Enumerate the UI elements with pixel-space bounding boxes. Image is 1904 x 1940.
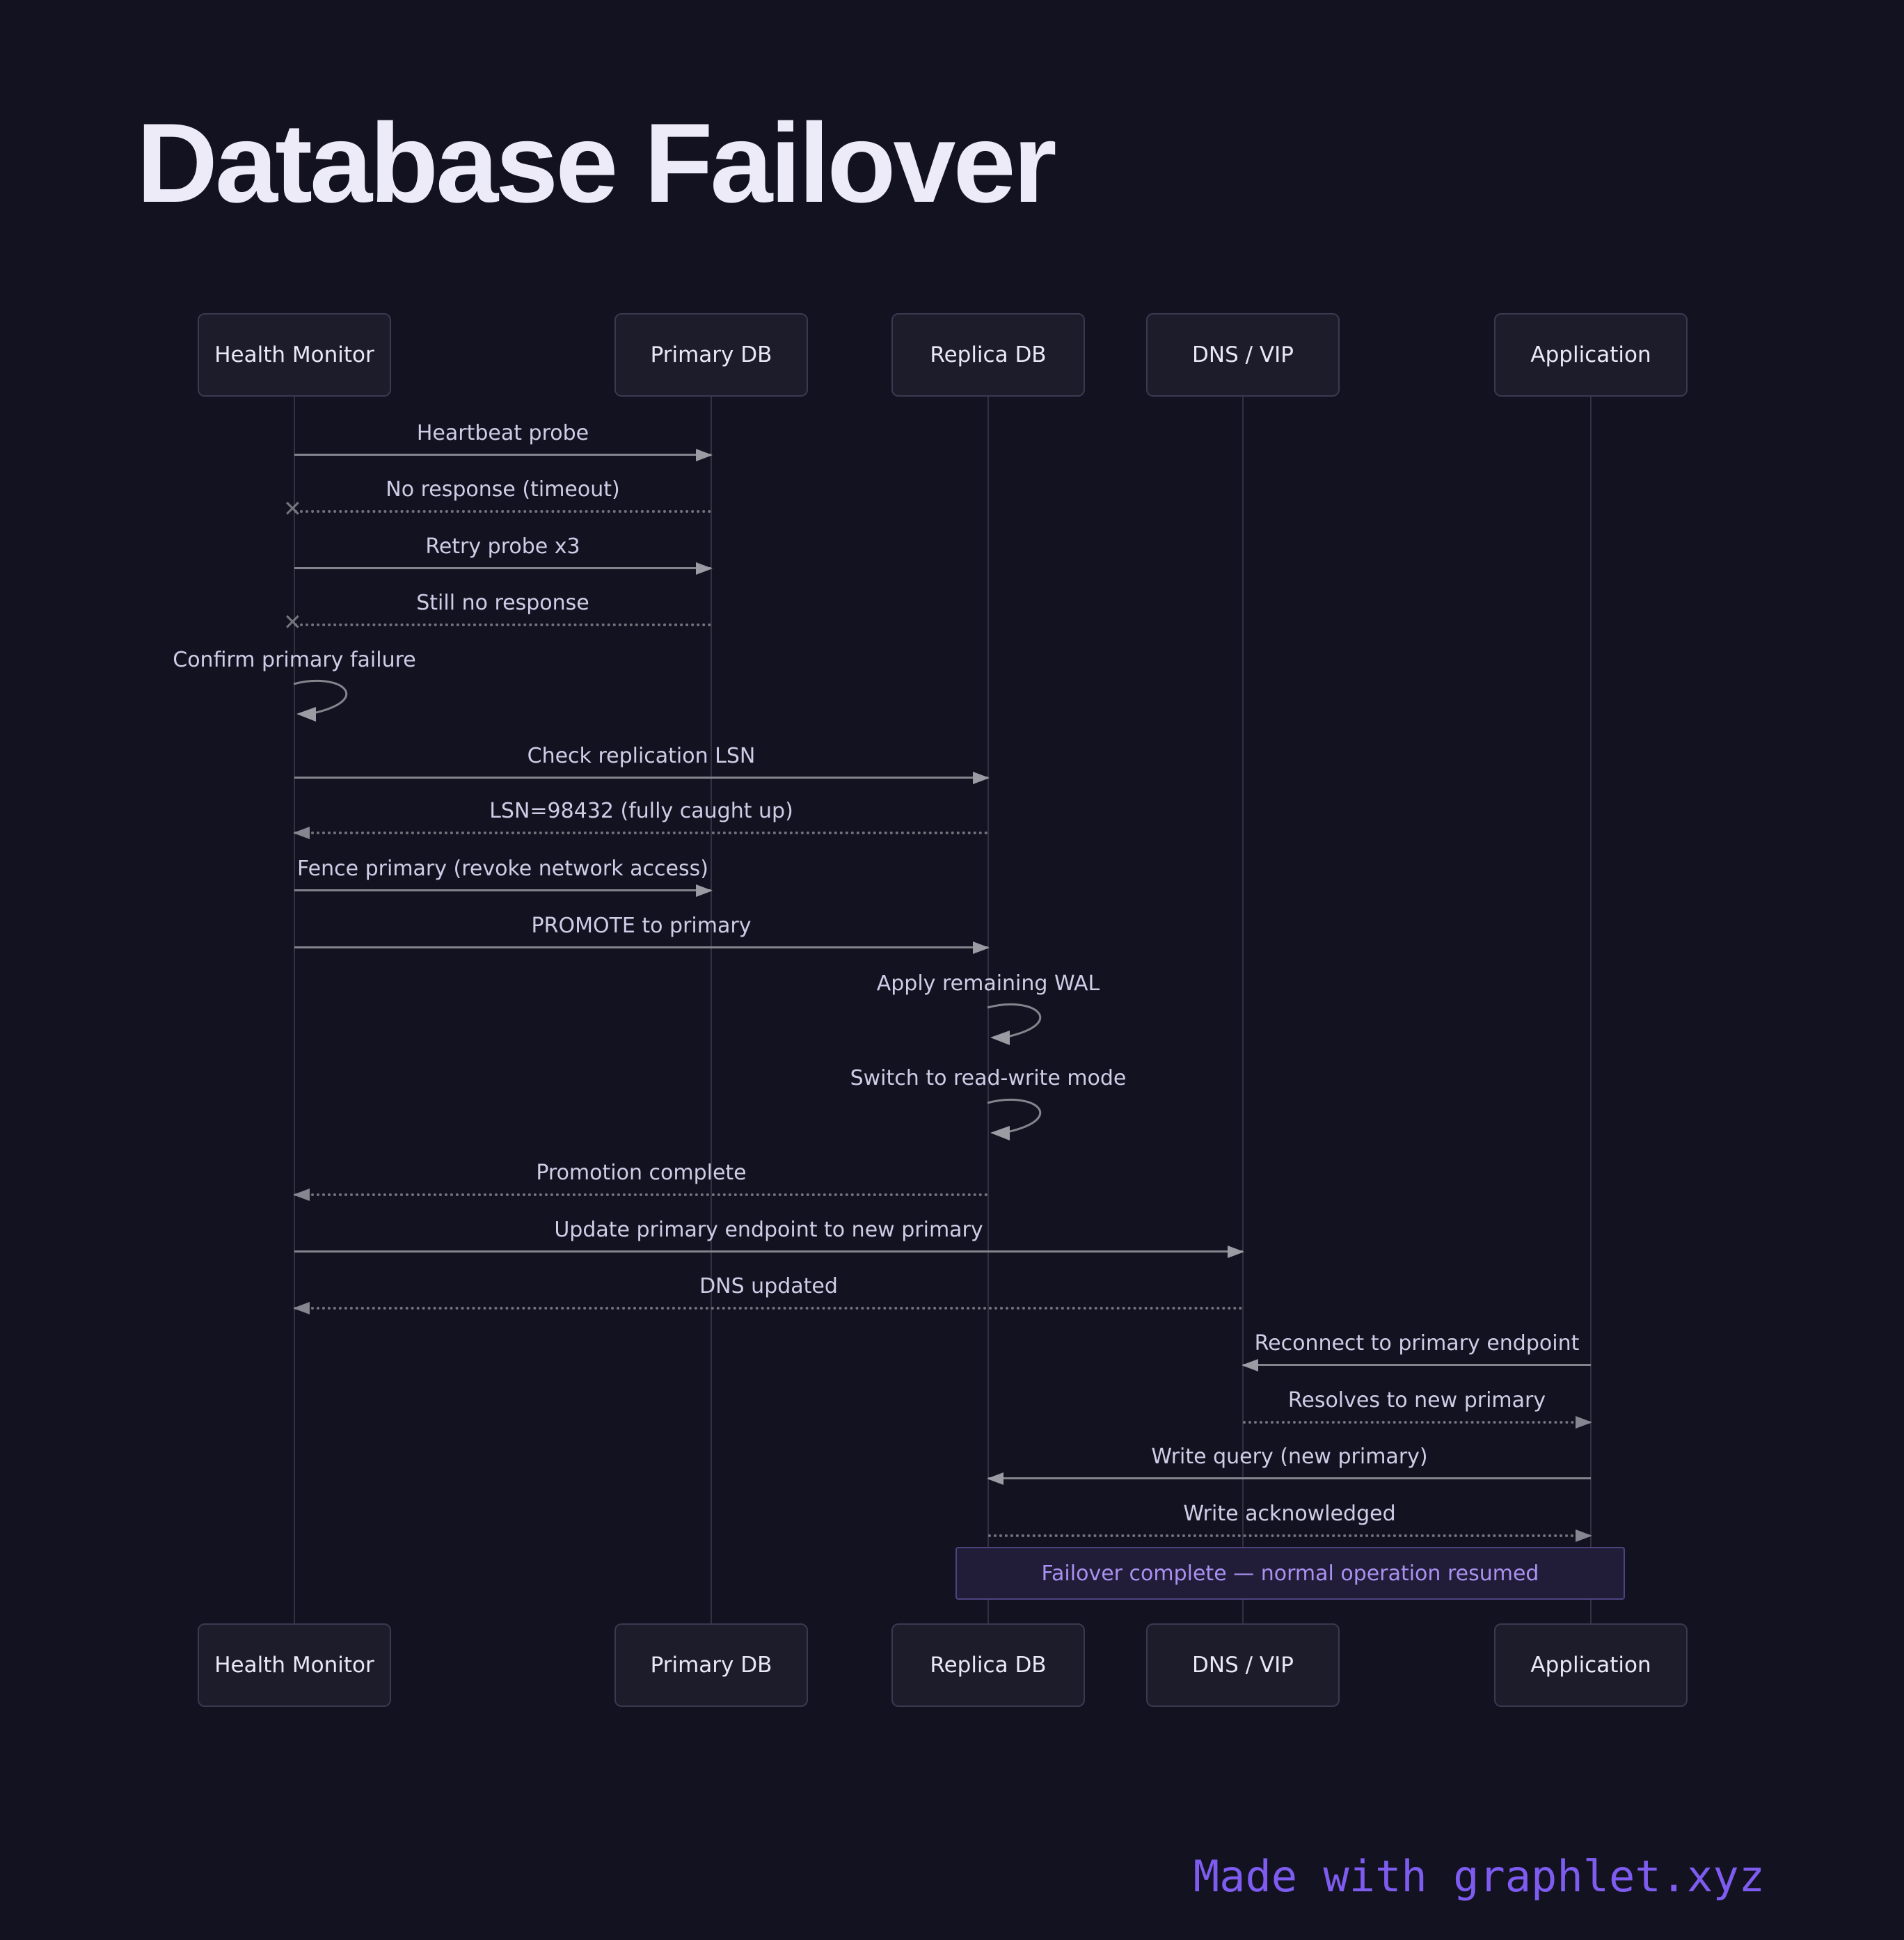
message-arrow-check-replication-lsn	[294, 772, 990, 784]
message-label-switch-read-write: Switch to read-write mode	[850, 1066, 1127, 1090]
arrowhead-right-icon	[973, 772, 990, 784]
message-label-lsn-caught-up: LSN=98432 (fully caught up)	[489, 799, 793, 823]
actor-label: Primary DB	[650, 342, 772, 367]
message-label-resolves-new-primary: Resolves to new primary	[1287, 1388, 1546, 1413]
actor-label: Replica DB	[930, 342, 1047, 367]
self-loop-arrow	[293, 680, 348, 722]
arrowhead-right-icon	[973, 941, 990, 954]
message-arrow-heartbeat-probe	[294, 449, 713, 461]
message-label-confirm-primary-failure: Confirm primary failure	[173, 648, 416, 672]
message-arrow-lsn-caught-up	[293, 827, 988, 839]
arrowhead-left-icon	[293, 827, 310, 839]
arrowhead-right-icon	[696, 449, 713, 461]
lifeline-primary-db	[711, 397, 712, 1625]
actor-top-dns-vip: DNS / VIP	[1146, 313, 1340, 397]
actor-bottom-primary-db: Primary DB	[614, 1623, 808, 1707]
actor-top-primary-db: Primary DB	[614, 313, 808, 397]
message-label-write-acknowledged: Write acknowledged	[1183, 1502, 1396, 1526]
message-label-no-response: No response (timeout)	[386, 477, 620, 502]
lifeline-replica-db	[987, 397, 989, 1625]
lifeline-dns-vip	[1242, 397, 1244, 1625]
actor-bottom-application: Application	[1494, 1623, 1688, 1707]
note-label: Failover complete — normal operation res…	[1041, 1561, 1539, 1586]
arrowhead-right-icon	[1228, 1246, 1244, 1258]
arrowhead-left-icon	[293, 1302, 310, 1314]
lifeline-application	[1590, 397, 1592, 1625]
message-label-update-primary-endpoint: Update primary endpoint to new primary	[554, 1218, 983, 1242]
actor-top-application: Application	[1494, 313, 1688, 397]
message-arrow-still-no-response: ✕	[283, 611, 711, 633]
message-arrow-fence-primary	[294, 884, 713, 897]
actor-label: Health Monitor	[214, 342, 374, 367]
message-arrow-dns-updated	[293, 1302, 1243, 1314]
self-loop-arrow	[987, 1003, 1042, 1045]
message-arrow-write-query	[987, 1472, 1591, 1485]
message-arrow-promote-to-primary	[294, 941, 990, 954]
message-label-check-replication-lsn: Check replication LSN	[527, 744, 756, 768]
actor-label: Application	[1530, 1653, 1651, 1678]
message-label-reconnect-endpoint: Reconnect to primary endpoint	[1254, 1331, 1580, 1355]
failed-delivery-x-icon: ✕	[283, 495, 302, 522]
message-label-promotion-complete: Promotion complete	[536, 1161, 747, 1185]
message-label-retry-probe: Retry probe x3	[425, 534, 580, 559]
actor-label: Application	[1530, 342, 1651, 367]
actor-label: Replica DB	[930, 1653, 1047, 1678]
arrowhead-right-icon	[696, 562, 713, 575]
actor-top-health-monitor: Health Monitor	[198, 313, 391, 397]
message-arrow-reconnect-endpoint	[1241, 1359, 1591, 1371]
arrowhead-right-icon	[696, 884, 713, 897]
lifeline-health-monitor	[294, 397, 295, 1625]
arrowhead-left-icon	[1241, 1359, 1258, 1371]
arrowhead-right-icon	[1576, 1529, 1592, 1542]
message-label-apply-remaining-wal: Apply remaining WAL	[876, 971, 1100, 996]
note-failover-complete: Failover complete — normal operation res…	[955, 1547, 1625, 1600]
graphlet-credit-link[interactable]: Made with graphlet.xyz	[1193, 1851, 1765, 1902]
message-arrow-no-response: ✕	[283, 498, 711, 520]
diagram-title: Database Failover	[136, 100, 1057, 226]
message-label-write-query: Write query (new primary)	[1151, 1445, 1428, 1469]
actor-bottom-replica-db: Replica DB	[891, 1623, 1085, 1707]
message-label-promote-to-primary: PROMOTE to primary	[531, 914, 752, 938]
message-arrow-retry-probe	[294, 562, 713, 575]
message-arrow-update-primary-endpoint	[294, 1246, 1244, 1258]
message-arrow-promotion-complete	[293, 1188, 988, 1201]
actor-label: Primary DB	[650, 1653, 772, 1678]
message-label-dns-updated: DNS updated	[699, 1274, 838, 1298]
actor-label: DNS / VIP	[1192, 1653, 1294, 1678]
actor-bottom-health-monitor: Health Monitor	[198, 1623, 391, 1707]
actor-label: Health Monitor	[214, 1653, 374, 1678]
actor-top-replica-db: Replica DB	[891, 313, 1085, 397]
actor-label: DNS / VIP	[1192, 342, 1294, 367]
arrowhead-left-icon	[293, 1188, 310, 1201]
arrowhead-left-icon	[987, 1472, 1003, 1485]
message-label-fence-primary: Fence primary (revoke network access)	[297, 857, 708, 881]
self-loop-arrow	[987, 1099, 1042, 1140]
message-label-still-no-response: Still no response	[416, 591, 589, 615]
message-arrow-resolves-new-primary	[1243, 1416, 1592, 1429]
failed-delivery-x-icon: ✕	[283, 609, 302, 635]
message-label-heartbeat-probe: Heartbeat probe	[416, 421, 589, 445]
actor-bottom-dns-vip: DNS / VIP	[1146, 1623, 1340, 1707]
message-arrow-write-acknowledged	[988, 1529, 1592, 1542]
arrowhead-right-icon	[1576, 1416, 1592, 1429]
